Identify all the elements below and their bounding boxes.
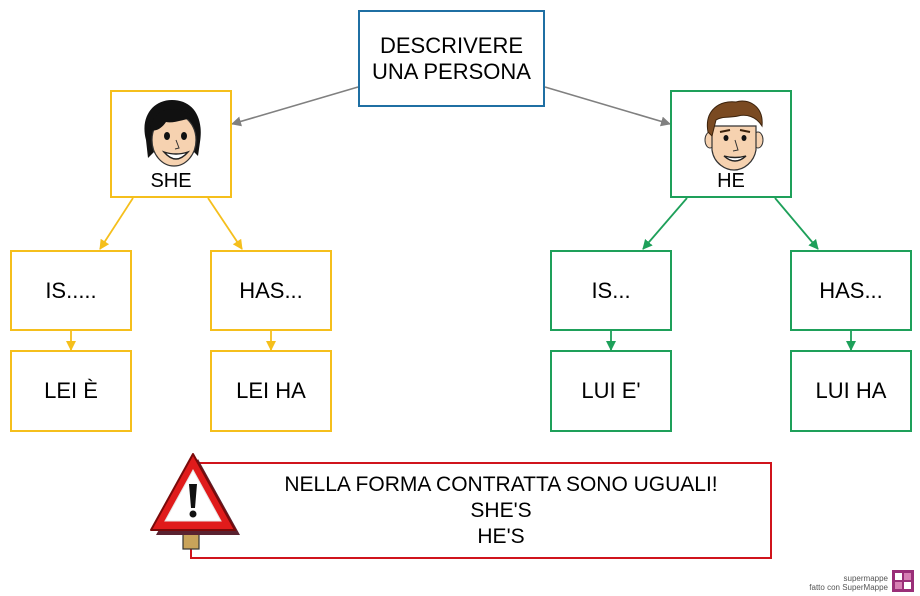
she-has-translation-node[interactable]: LEI HA: [210, 350, 332, 432]
arrow-she-has: [207, 197, 243, 250]
arrow-root-he: [544, 86, 671, 127]
he-has-label: HAS...: [819, 277, 883, 303]
brand-text: fatto con SuperMappe: [809, 583, 888, 592]
she-has-label: HAS...: [239, 277, 303, 303]
arrow-he-has: [774, 197, 819, 250]
supermappe-logo-icon: [892, 570, 914, 592]
warning-sign-icon: [150, 453, 240, 550]
he-is-node[interactable]: IS...: [550, 250, 672, 331]
note-line1: NELLA FORMA CONTRATTA SONO UGUALI!: [284, 472, 718, 496]
he-is-translation: LUI E': [581, 378, 641, 403]
she-is-translation-node[interactable]: LEI È: [10, 350, 132, 432]
she-has-node[interactable]: HAS...: [210, 250, 332, 331]
root-line1: DESCRIVERE: [379, 32, 524, 58]
she-label: SHE: [150, 170, 192, 192]
he-has-translation-node[interactable]: LUI HA: [790, 350, 912, 432]
he-is-translation-node[interactable]: LUI E': [550, 350, 672, 432]
girl-face-icon: [144, 100, 201, 167]
she-is-node[interactable]: IS.....: [10, 250, 132, 331]
note-line2: SHE'S: [470, 498, 532, 522]
root-node[interactable]: DESCRIVERE UNA PERSONA: [358, 10, 545, 107]
he-label: HE: [717, 170, 745, 192]
he-has-node[interactable]: HAS...: [790, 250, 912, 331]
root-line2: UNA PERSONA: [372, 58, 531, 84]
she-is-label: IS.....: [45, 277, 97, 303]
contracted-form-note[interactable]: NELLA FORMA CONTRATTA SONO UGUALI! SHE'S…: [190, 462, 772, 559]
she-node[interactable]: SHE: [110, 90, 232, 198]
he-has-translation: LUI HA: [815, 378, 887, 403]
brand-small-text: supermappe: [843, 574, 888, 583]
note-line3: HE'S: [477, 524, 525, 548]
supermappe-watermark: supermappe fatto con SuperMappe: [809, 570, 914, 592]
boy-face-icon: [704, 100, 764, 171]
she-has-translation: LEI HA: [236, 378, 306, 403]
arrow-root-she: [231, 86, 359, 127]
arrow-he-is: [642, 197, 688, 250]
he-node[interactable]: HE: [670, 90, 792, 198]
he-is-label: IS...: [591, 277, 631, 303]
she-is-translation: LEI È: [44, 378, 98, 403]
arrow-she-is: [99, 197, 134, 250]
